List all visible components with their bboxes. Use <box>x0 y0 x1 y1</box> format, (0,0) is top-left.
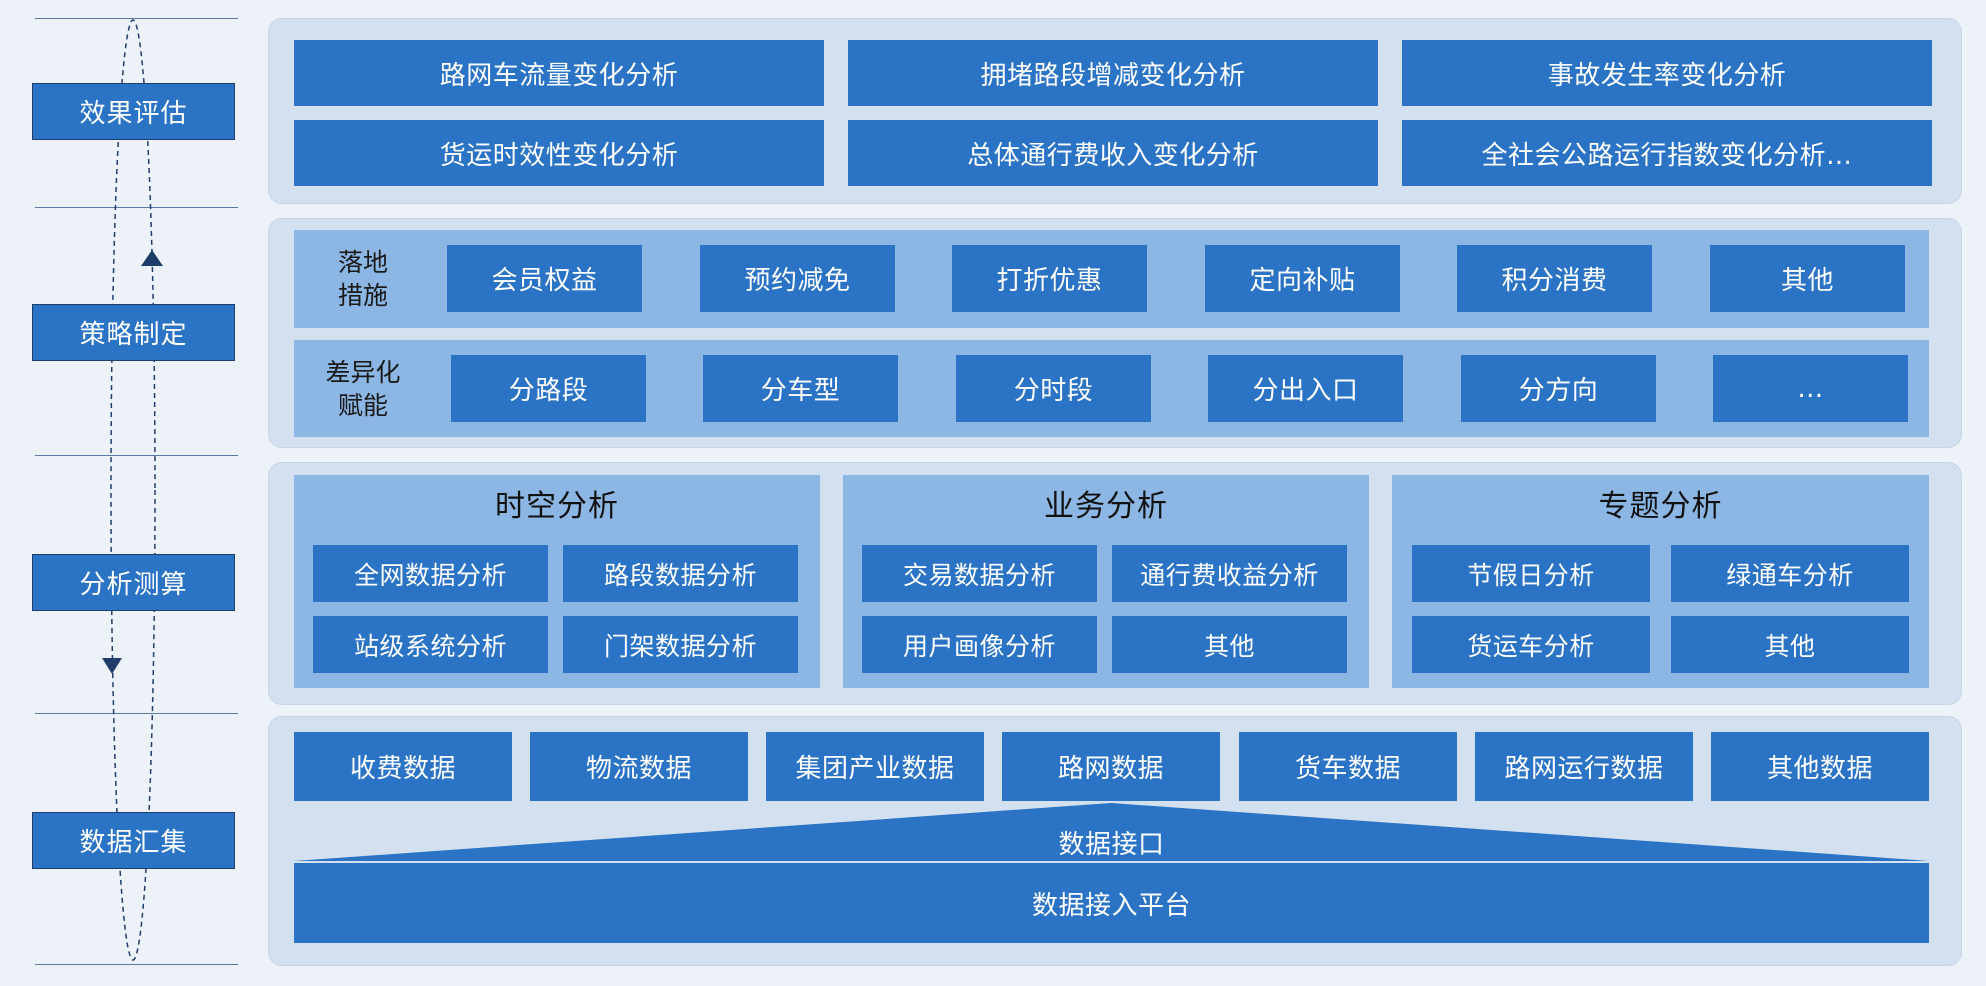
evaluation-item: 路网车流量变化分析 <box>294 40 824 106</box>
stage-analysis-label: 分析测算 <box>32 554 235 611</box>
stage-divider <box>35 964 238 965</box>
analysis-item: 其他 <box>1112 616 1347 673</box>
measure-item: 其他 <box>1710 245 1905 312</box>
stage-strategy-label: 策略制定 <box>32 304 235 361</box>
stage-divider <box>35 455 238 456</box>
stage-divider <box>35 18 238 19</box>
analysis-group-topical: 专题分析 节假日分析 绿通车分析 货运车分析 其他 <box>1392 475 1929 688</box>
differentiation-item: 分出入口 <box>1208 355 1403 422</box>
measure-item: 积分消费 <box>1457 245 1652 312</box>
data-interface-label: 数据接口 <box>1058 829 1165 860</box>
analysis-item: 门架数据分析 <box>563 616 798 673</box>
analysis-panel: 时空分析 全网数据分析 路段数据分析 站级系统分析 门架数据分析 业务分析 交易… <box>268 462 1962 705</box>
data-source-item: 其他数据 <box>1711 732 1929 801</box>
arrow-up-icon <box>141 250 163 266</box>
data-source-item: 路网数据 <box>1002 732 1220 801</box>
differentiation-item: … <box>1713 355 1908 422</box>
analysis-group-spatiotemporal: 时空分析 全网数据分析 路段数据分析 站级系统分析 门架数据分析 <box>294 475 820 688</box>
data-source-item: 集团产业数据 <box>766 732 984 801</box>
evaluation-item: 事故发生率变化分析 <box>1402 40 1932 106</box>
analysis-group-title: 专题分析 <box>1598 489 1723 524</box>
stage-evaluation-label: 效果评估 <box>32 83 235 140</box>
evaluation-item: 货运时效性变化分析 <box>294 120 824 186</box>
evaluation-panel: 路网车流量变化分析 拥堵路段增减变化分析 事故发生率变化分析 货运时效性变化分析… <box>268 18 1962 204</box>
analysis-group-title: 业务分析 <box>1044 489 1168 524</box>
differentiation-item: 分路段 <box>451 355 646 422</box>
analysis-item: 货运车分析 <box>1412 616 1650 673</box>
strategy-panel: 落地 措施 会员权益 预约减免 打折优惠 定向补贴 积分消费 其他 差异化 赋能… <box>268 218 1962 448</box>
evaluation-item: 总体通行费收入变化分析 <box>848 120 1378 186</box>
data-source-item: 物流数据 <box>530 732 748 801</box>
differentiation-label-line: 差异化 <box>325 357 401 387</box>
analysis-item: 用户画像分析 <box>862 616 1097 673</box>
analysis-group-business: 业务分析 交易数据分析 通行费收益分析 用户画像分析 其他 <box>843 475 1369 688</box>
differentiation-band: 差异化 赋能 分路段 分车型 分时段 分出入口 分方向 … <box>294 340 1929 437</box>
data-interface-trapezoid <box>294 803 1929 861</box>
analysis-item: 全网数据分析 <box>313 545 548 602</box>
data-source-item: 收费数据 <box>294 732 512 801</box>
measure-item: 会员权益 <box>447 245 642 312</box>
measure-item: 打折优惠 <box>952 245 1147 312</box>
data-collection-panel: 收费数据 物流数据 集团产业数据 路网数据 货车数据 路网运行数据 其他数据 数… <box>268 716 1962 966</box>
differentiation-item: 分车型 <box>703 355 898 422</box>
measures-band: 落地 措施 会员权益 预约减免 打折优惠 定向补贴 积分消费 其他 <box>294 230 1929 328</box>
data-source-item: 货车数据 <box>1239 732 1457 801</box>
measures-label: 落地 措施 <box>294 230 432 328</box>
measures-label-line: 措施 <box>337 281 388 310</box>
differentiation-label: 差异化 赋能 <box>294 340 432 437</box>
analysis-item: 节假日分析 <box>1412 545 1650 602</box>
measure-item: 定向补贴 <box>1205 245 1400 312</box>
analysis-group-title: 时空分析 <box>495 489 619 524</box>
arrow-down-icon <box>102 658 122 674</box>
analysis-item: 站级系统分析 <box>313 616 548 673</box>
differentiation-label-line: 赋能 <box>337 390 388 420</box>
stage-divider <box>35 713 238 714</box>
differentiation-item: 分方向 <box>1461 355 1656 422</box>
evaluation-item: 全社会公路运行指数变化分析… <box>1402 120 1932 186</box>
analysis-item: 其他 <box>1671 616 1909 673</box>
evaluation-item: 拥堵路段增减变化分析 <box>848 40 1378 106</box>
stage-divider <box>35 207 238 208</box>
measures-label-line: 落地 <box>337 248 388 277</box>
analysis-item: 绿通车分析 <box>1671 545 1909 602</box>
cycle-loop <box>102 19 163 961</box>
differentiation-item: 分时段 <box>956 355 1151 422</box>
data-access-platform: 数据接入平台 <box>294 863 1929 943</box>
stage-data-label: 数据汇集 <box>32 812 235 869</box>
data-source-item: 路网运行数据 <box>1475 732 1693 801</box>
measure-item: 预约减免 <box>700 245 895 312</box>
analysis-item: 路段数据分析 <box>563 545 798 602</box>
analysis-item: 通行费收益分析 <box>1112 545 1347 602</box>
analysis-item: 交易数据分析 <box>862 545 1097 602</box>
